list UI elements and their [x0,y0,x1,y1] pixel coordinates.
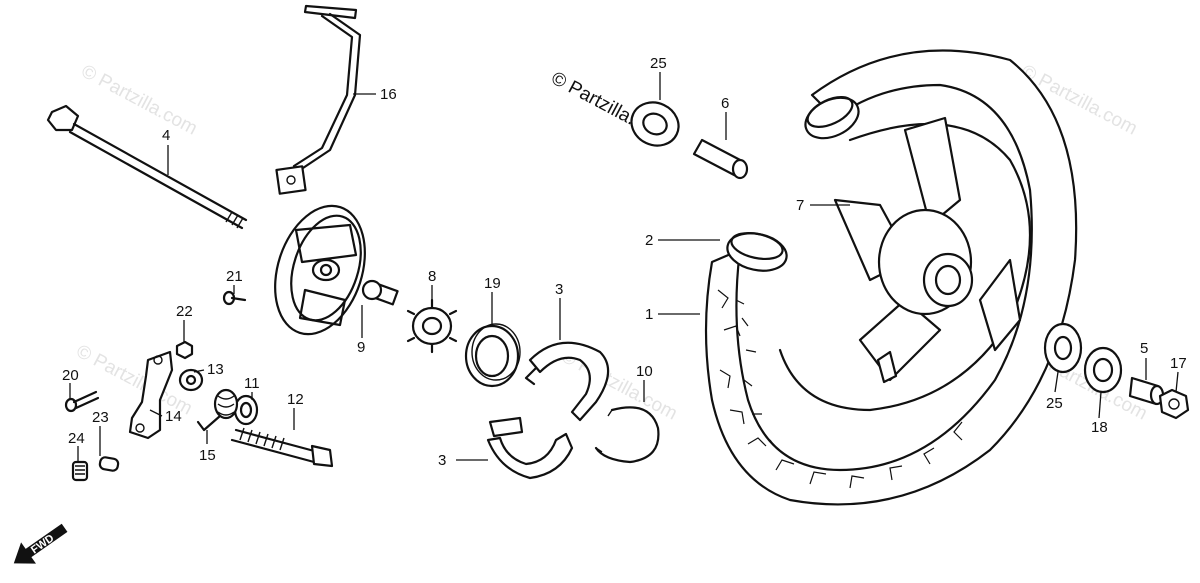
callout-19: 19 [484,275,501,292]
part-nut-24[interactable] [71,460,89,482]
callout-24: 24 [68,430,85,447]
callout-13: 13 [207,361,224,378]
part-bearing-lower[interactable] [1043,322,1083,374]
callout-22: 22 [176,303,193,320]
part-wheel-assembly[interactable] [704,49,1078,506]
part-nut-22[interactable] [175,340,194,360]
callout-12: 12 [287,391,304,408]
callout-1: 1 [645,306,653,323]
part-brake-arm[interactable] [128,350,174,440]
callout-25-lower: 25 [1046,395,1063,412]
callout-2: 2 [645,232,653,249]
part-brake-shoe-lower[interactable] [486,416,574,480]
part-dust-seal[interactable] [1083,346,1123,394]
callout-7: 7 [796,197,804,214]
watermark-top-left: © Partzilla.com [78,61,201,140]
callout-4: 4 [162,127,170,144]
callout-16: 16 [380,86,397,103]
callout-14: 14 [165,408,182,425]
callout-17: 17 [1170,355,1187,372]
part-axle[interactable] [46,104,248,230]
callout-9: 9 [357,339,365,356]
arrow-left-icon [13,523,68,564]
part-distance-collar[interactable] [692,138,749,180]
callout-15: 15 [199,447,216,464]
callout-6: 6 [721,95,729,112]
callout-3-lower: 3 [438,452,446,469]
part-felt-seal[interactable] [233,394,259,426]
callout-8: 8 [428,268,436,285]
callout-11: 11 [244,375,260,392]
callout-21: 21 [226,268,243,285]
part-bolt-20[interactable] [64,390,100,413]
part-stay-rod[interactable] [275,4,362,195]
part-shoe-spring[interactable] [594,406,660,464]
leader-lines [69,72,1179,462]
callout-3-upper: 3 [555,281,563,298]
part-bolt-21[interactable] [222,290,247,306]
callout-23: 23 [92,409,109,426]
part-oil-seal[interactable] [464,323,521,388]
part-gear-box[interactable] [406,298,458,354]
callout-labels: 1 2 3 3 4 5 6 7 8 9 10 11 12 13 14 15 16… [62,55,1187,469]
forward-direction-indicator: FWD [13,523,68,564]
callout-5: 5 [1140,340,1148,357]
part-indicator-plate[interactable] [178,368,204,392]
part-brake-cam[interactable] [230,427,334,468]
callout-18: 18 [1091,419,1108,436]
callout-20: 20 [62,367,79,384]
callout-25-upper: 25 [650,55,667,72]
callout-10: 10 [636,363,653,380]
part-axle-nut[interactable] [1158,388,1190,420]
part-brake-shoe-upper[interactable] [524,341,610,422]
part-bearing-upper[interactable] [624,95,685,153]
part-return-spring[interactable] [196,388,239,432]
part-collar-23[interactable] [98,456,120,472]
part-brake-panel[interactable] [260,194,399,345]
